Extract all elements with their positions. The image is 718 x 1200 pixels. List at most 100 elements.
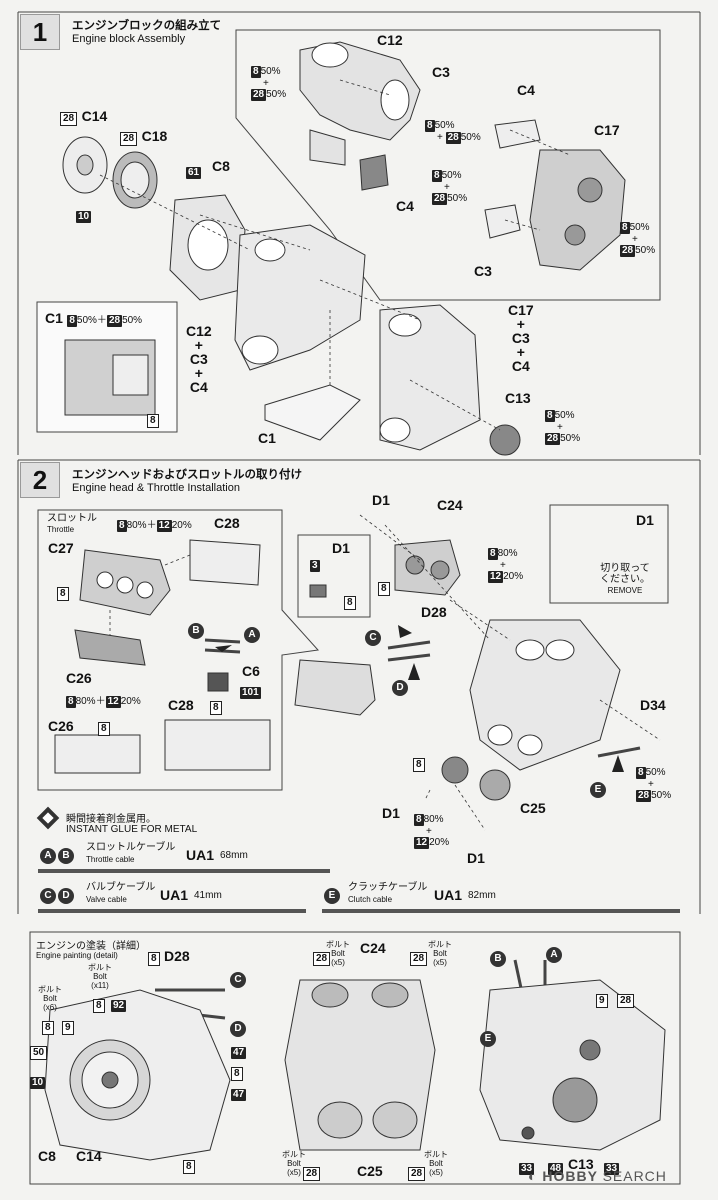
cable-ab-ua: UA1: [186, 847, 215, 863]
step-2-title-en: Engine head & Throttle Installation: [72, 482, 240, 494]
remove-note: 切り取ってください。 REMOVE: [600, 563, 650, 595]
paint-detail-8-b: 8: [42, 1017, 54, 1035]
cable-e-ua: UA1: [434, 887, 463, 903]
part-c4-mid: C4: [396, 198, 414, 214]
paint-detail-9: 9: [62, 1017, 74, 1035]
cable-c-marker: C: [365, 627, 381, 646]
part-d1-inset: D1: [332, 540, 350, 556]
painting-c14: C14: [76, 1148, 102, 1164]
part-c28-detail: C28: [168, 697, 194, 713]
paint-c8-61: 61: [186, 167, 202, 179]
paint-detail-8-c: 8: [231, 1063, 243, 1081]
cable-d-marker: D: [392, 677, 408, 696]
part-c3-bottom: C3: [474, 263, 492, 279]
inset-c1-paint: 8: [147, 410, 159, 428]
paint-detail-47-a: 47: [231, 1047, 247, 1059]
step-1-number: 1: [20, 14, 60, 50]
step-1-title-en: Engine block Assembly: [72, 33, 186, 45]
paint-detail-33-b: 33: [604, 1163, 620, 1175]
paint-detail-47-b: 47: [231, 1089, 247, 1101]
detail-marker-b: B: [490, 948, 506, 967]
part-d34: D34: [640, 697, 666, 713]
part-c18-label: 28 C18: [120, 128, 167, 146]
part-c26-detail: C26: [48, 718, 74, 734]
paint-c26-detail: 8: [98, 718, 110, 736]
part-c14-label: 28 C14: [60, 108, 107, 126]
watermark-logo-icon: ◐: [528, 1168, 538, 1184]
paint-detail-50: 50: [30, 1042, 48, 1060]
detail-marker-d: D: [230, 1018, 246, 1037]
paint-c28-detail: 8: [210, 697, 222, 715]
cable-ab-length: 68mm: [220, 850, 248, 861]
part-c25: C25: [520, 800, 546, 816]
part-d1-lower: D1: [382, 805, 400, 821]
part-c26: C26: [66, 670, 92, 686]
paint-detail-9-b: 9: [596, 990, 608, 1008]
paint-c27: 8: [57, 583, 69, 601]
paint-c14: 10: [76, 211, 92, 223]
painting-c24: C24: [360, 940, 386, 956]
part-d1-bottom: D1: [467, 850, 485, 866]
painting-title-jp: エンジンの塗装（詳細）: [36, 941, 146, 952]
paint-detail-48: 48: [548, 1163, 564, 1175]
detail-marker-a: A: [546, 944, 562, 963]
paint-detail-28: 28: [617, 990, 635, 1008]
part-d1-top: D1: [372, 492, 390, 508]
part-c4-right: C4: [517, 82, 535, 98]
paint-8-lower: 8: [413, 754, 425, 772]
paint-detail-33-a: 33: [519, 1163, 535, 1175]
part-combo-c12: C12+ C3+ C4: [186, 323, 212, 395]
paint-c24-28-a: 28: [313, 948, 331, 966]
cable-e-marker: E: [590, 779, 606, 798]
part-c1: C1: [258, 430, 276, 446]
painting-d28-label: 8 D28: [148, 948, 190, 966]
part-c12: C12: [377, 32, 403, 48]
painting-c13: C13: [568, 1156, 594, 1172]
paint-c6: 101: [240, 687, 261, 699]
part-c24: C24: [437, 497, 463, 513]
part-c8: C8: [212, 158, 230, 174]
paint-detail-8-a: 8: [93, 995, 105, 1013]
detail-marker-c: C: [230, 969, 246, 988]
part-c17-top: C17: [594, 122, 620, 138]
paint-c25-28-a: 28: [303, 1163, 321, 1181]
paint-c25-28-b: 28: [408, 1163, 426, 1181]
cable-cd-ua: UA1: [160, 887, 189, 903]
paint-detail-10: 10: [30, 1077, 46, 1089]
part-c27: C27: [48, 540, 74, 556]
step-2-title-jp: エンジンヘッドおよびスロットルの取り付け: [72, 469, 302, 481]
watermark: ◐ HOBBY SEARCH: [528, 1168, 667, 1184]
part-combo-c17: C17+ C3+ C4: [508, 302, 534, 374]
paint-detail-8-d: 8: [183, 1156, 195, 1174]
painting-title-en: Engine painting (detail): [36, 951, 118, 960]
part-c3-top: C3: [432, 64, 450, 80]
glue-note-jp: 瞬間接着剤金属用。: [66, 814, 156, 825]
painting-c25: C25: [357, 1163, 383, 1179]
detail-marker-e: E: [480, 1028, 496, 1047]
cable-e-length: 82mm: [468, 890, 496, 901]
paint-c24-28-b: 28: [410, 948, 428, 966]
step-2-number: 2: [20, 462, 60, 498]
